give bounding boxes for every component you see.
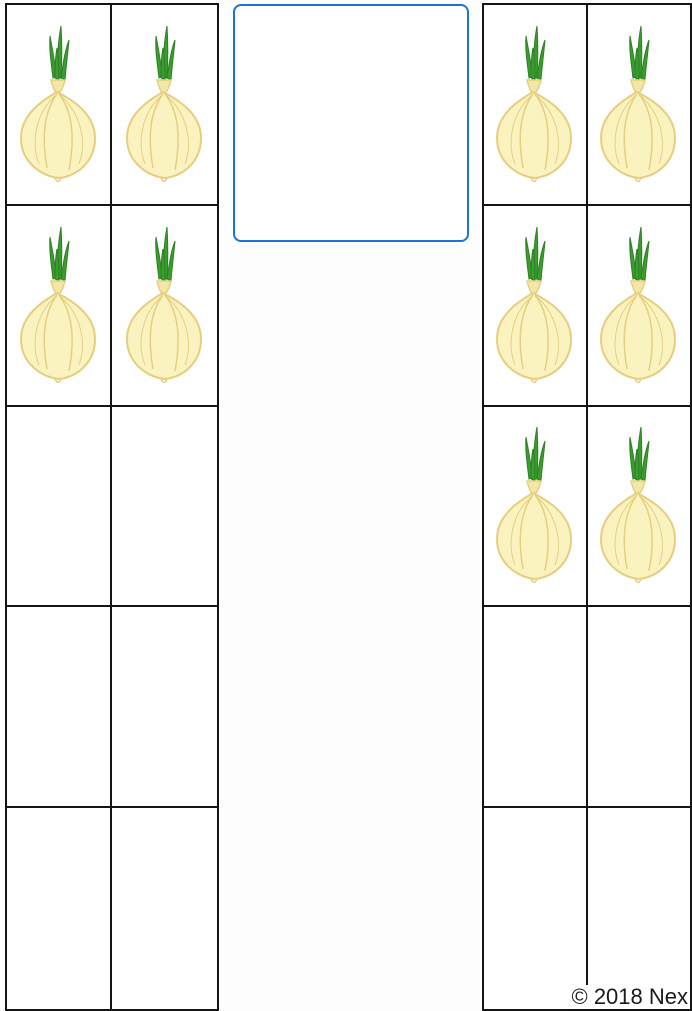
frame-cell: [484, 607, 588, 808]
onion-icon: [595, 219, 683, 392]
onion-icon: [15, 219, 103, 392]
onion-icon: [121, 219, 209, 392]
onion-icon: [491, 419, 579, 592]
frame-cell: [7, 407, 112, 608]
frame-cell: [484, 5, 588, 206]
onion-icon: [121, 18, 209, 191]
frame-cell: [588, 206, 692, 407]
onion-icon: [491, 18, 579, 191]
frame-cell: [484, 206, 588, 407]
frame-cell: [7, 206, 112, 407]
frame-cell: [7, 808, 112, 1009]
frame-cell: [7, 607, 112, 808]
onion-icon: [15, 18, 103, 191]
onion-icon: [595, 18, 683, 191]
frame-cell: [588, 5, 692, 206]
frame-cell: [588, 808, 692, 1009]
answer-box[interactable]: [233, 4, 469, 242]
ten-frame-right: [482, 3, 692, 1011]
onion-icon: [595, 419, 683, 592]
frame-cell: [484, 407, 588, 608]
frame-cell: [112, 607, 217, 808]
onion-icon: [491, 219, 579, 392]
ten-frame-left: [5, 3, 219, 1011]
frame-cell: [7, 5, 112, 206]
frame-cell: [112, 808, 217, 1009]
frame-cell: [112, 206, 217, 407]
frame-cell: [588, 407, 692, 608]
frame-cell: [484, 808, 588, 1009]
copyright-notice: © 2018 Nex: [568, 985, 689, 1009]
frame-cell: [112, 5, 217, 206]
frame-cell: [112, 407, 217, 608]
frame-cell: [588, 607, 692, 808]
